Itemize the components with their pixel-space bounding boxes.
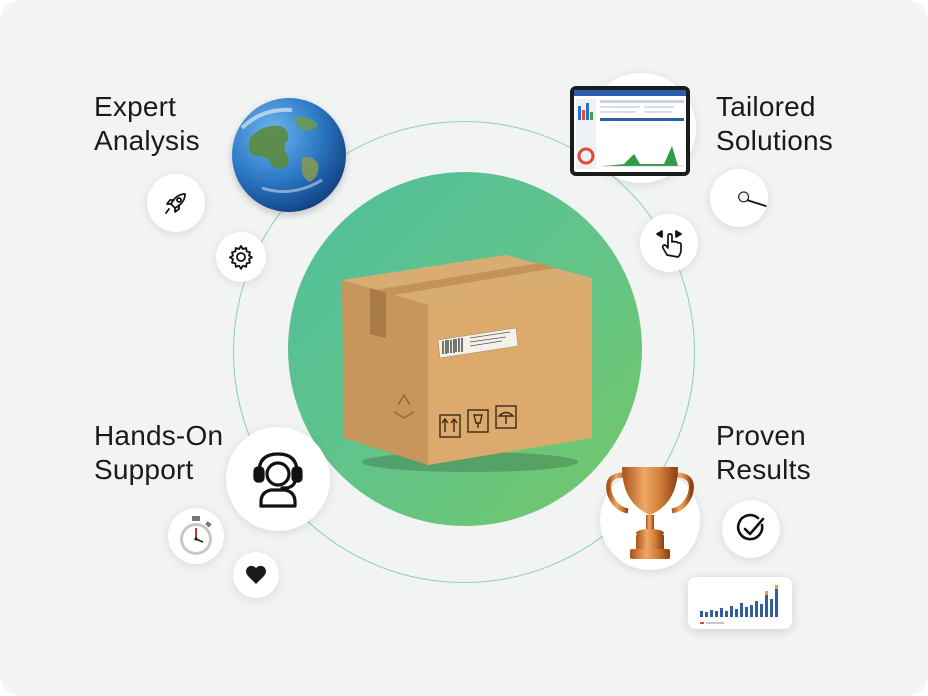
touch-gesture-icon: [640, 214, 698, 272]
gear-icon: [216, 232, 266, 282]
trophy-icon: [606, 467, 694, 559]
stopwatch-icon: [168, 508, 224, 564]
proven-results-line1: Proven: [716, 420, 806, 451]
expert-analysis-label: Expert Analysis: [94, 90, 200, 158]
trophy-bubble: [600, 467, 700, 570]
dashboard-screenshot-icon: [570, 86, 690, 176]
tailored-solutions-line1: Tailored: [716, 91, 816, 122]
heart-icon: [233, 552, 279, 598]
orbit-ring: [233, 121, 695, 583]
bar-chart-icon: [688, 577, 792, 629]
hands-on-support-line1: Hands-On: [94, 420, 224, 451]
hands-on-support-label: Hands-On Support: [94, 419, 223, 487]
tailored-solutions-line2: Solutions: [716, 125, 833, 156]
headset-user-icon: [226, 427, 330, 531]
check-circle-icon: [722, 500, 780, 558]
proven-results-label: Proven Results: [716, 419, 811, 487]
expert-analysis-line1: Expert: [94, 91, 177, 122]
hands-on-support-line2: Support: [94, 454, 194, 485]
proven-results-line2: Results: [716, 454, 811, 485]
package-box-icon: [342, 255, 592, 472]
globe-icon: [232, 98, 346, 212]
magnifier-icon: [710, 169, 768, 227]
tailored-solutions-label: Tailored Solutions: [716, 90, 833, 158]
rocket-icon: [147, 174, 205, 232]
expert-analysis-line2: Analysis: [94, 125, 200, 156]
